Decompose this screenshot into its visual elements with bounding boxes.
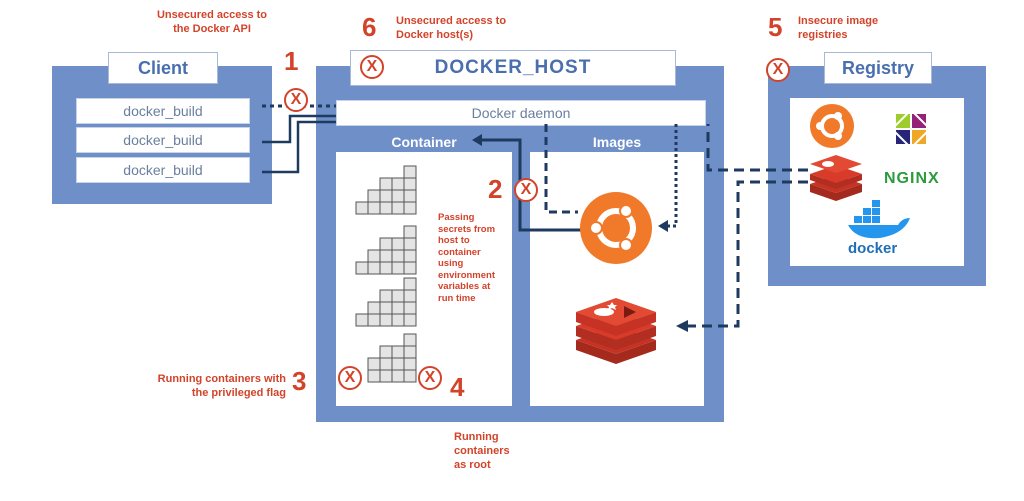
risk-3-x-icon: X (338, 366, 362, 390)
risk-4-number: 4 (450, 372, 465, 402)
container-stack-3 (355, 277, 417, 327)
risk-1-text: Unsecured access to the Docker API (156, 9, 268, 35)
registry-to-redis-dash (688, 180, 808, 328)
container-stack-2 (355, 225, 417, 275)
risk-1-x-icon: X (284, 88, 308, 112)
registry-redis-icon (810, 155, 862, 201)
daemon-to-ubuntu-dash (544, 124, 578, 214)
risk-5-text: Insecure image registries (798, 15, 879, 41)
redis-icon (576, 298, 656, 364)
container-stacks (355, 165, 417, 383)
redis-arrow-head (676, 320, 688, 332)
client-title: Client (108, 52, 218, 84)
risk-6-number: 6 (362, 12, 377, 42)
risk-5-x-icon: X (766, 58, 790, 82)
registry-centos-icon (890, 108, 932, 150)
docker-logo-text: docker (848, 240, 898, 257)
registry-to-daemon-dash (706, 124, 808, 172)
risk-2-x-icon: X (514, 178, 538, 202)
registry-title: Registry (824, 52, 932, 84)
risk-3-number: 3 (292, 366, 307, 396)
images-label: Images (592, 134, 642, 150)
container-area (336, 152, 512, 406)
docker-build-2: docker_build (76, 127, 250, 153)
risk-6-text: Unsecured access to Docker host(s) (396, 15, 507, 41)
risk-5-number: 5 (768, 12, 783, 42)
risk-4-text: Running containers as root (454, 431, 510, 471)
risk-6-x-icon: X (360, 55, 384, 79)
daemon-to-images-dotted (668, 124, 678, 228)
registry-ubuntu-icon (810, 104, 854, 148)
docker-build-3: docker_build (76, 157, 250, 183)
risk-3-text: Running containers with the privileged f… (157, 373, 286, 399)
docker-build-1: docker_build (76, 98, 250, 124)
ubuntu-icon (580, 192, 652, 264)
risk-2-text: Passing secrets from host to container u… (438, 212, 496, 304)
risk-4-x-icon: X (418, 366, 442, 390)
api-line-3 (262, 120, 336, 174)
docker-host-title: DOCKER_HOST (350, 50, 676, 86)
api-line-2 (262, 114, 336, 144)
risk-1-number: 1 (284, 46, 299, 76)
container-stack-1 (355, 165, 417, 215)
image-to-container-line (482, 138, 596, 232)
nginx-logo-text: NGINX (884, 170, 940, 187)
images-arrow-head (658, 220, 668, 232)
registry-docker-icon (848, 200, 910, 239)
container-label: Container (391, 134, 457, 150)
container-stack-4 (367, 333, 417, 383)
container-arrow-head (472, 134, 482, 146)
risk-2-number: 2 (488, 174, 503, 204)
docker-daemon-bar: Docker daemon (336, 100, 706, 126)
